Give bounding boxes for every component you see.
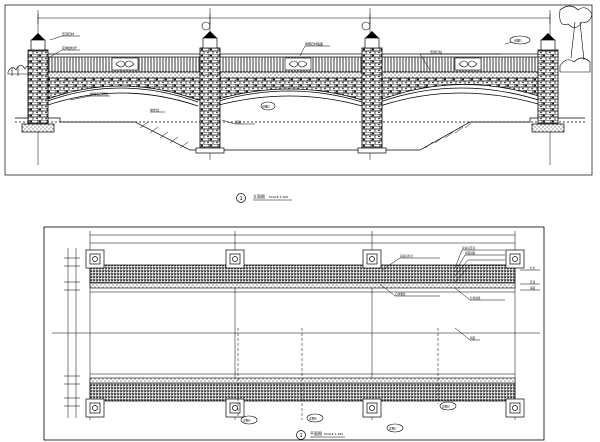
plan-note-right: 栏杆	[530, 266, 536, 270]
elevation-scale: SCALE 1:100	[269, 195, 288, 199]
plan-note: 石材收边	[395, 292, 406, 296]
bottom-coping	[89, 377, 516, 384]
callout-bubble	[260, 101, 276, 111]
riverbank-hatch	[139, 121, 472, 149]
deck-note: 桥面	[470, 336, 476, 340]
elevation-callout: 详图1	[514, 38, 522, 43]
elevation-note: 基础	[235, 119, 241, 124]
coping-bottom	[29, 71, 556, 79]
elevation-view: 压顶石材 花岗岩栏杆 拱圈石材贴面 桥墩毛石砌筑 基础 常水位 景观灯柱 详图1…	[4, 4, 593, 203]
plan-note-right: 压顶	[530, 280, 536, 284]
elevation-note: 常水位	[150, 107, 159, 112]
arch-rings	[44, 87, 546, 107]
plan-note: 桥面铺装	[465, 251, 476, 255]
elevation-callout: 详图2	[262, 104, 270, 109]
plan-note: 灯柱基座	[470, 296, 481, 300]
plan-callout: 详图B	[309, 417, 317, 421]
railing-ornament-panels	[111, 57, 482, 71]
elevation-view-number: 1	[240, 196, 243, 202]
plan-leaders-top	[379, 249, 540, 341]
plan-callouts	[240, 401, 457, 433]
pedestals-top	[85, 249, 525, 269]
pier-left-abutment	[21, 33, 55, 133]
top-coping	[89, 282, 516, 289]
section-marker	[201, 21, 211, 31]
section-cut-lines	[237, 328, 439, 420]
callout-bubble	[509, 35, 531, 45]
section-marker	[361, 21, 371, 31]
elevation-frame	[4, 4, 593, 176]
vegetation-left	[7, 64, 32, 76]
plan-view-number: 1	[300, 433, 303, 439]
elevation-note: 桥墩毛石砌筑	[90, 91, 108, 96]
plan-callout: 详图A	[243, 419, 251, 423]
pier-right-center	[357, 31, 387, 154]
bottom-railing-strip	[89, 382, 516, 402]
elevation-note: 花岗岩栏杆	[62, 45, 77, 50]
elevation-title: 立面图	[253, 193, 265, 199]
plan-callout: 详图D	[442, 405, 450, 409]
plan-scale: SCALE 1:100	[324, 432, 343, 436]
top-railing-strip	[89, 264, 516, 284]
elevation-note: 压顶石材	[62, 31, 74, 36]
coping-top	[37, 53, 551, 58]
pier-left-center	[195, 31, 225, 154]
view-number-circle	[236, 193, 246, 203]
vegetation-right	[559, 5, 593, 73]
pedestals-bottom	[85, 398, 525, 418]
bridge-stone-body	[29, 77, 556, 123]
view-number-circle	[296, 430, 306, 440]
plan-note: 花岗岩压顶	[462, 246, 475, 250]
plan-view: 花岗岩栏杆 花岗岩压顶 桥面铺装 石材收边 灯柱基座 栏杆 压顶 铺装 桥面 详…	[43, 226, 545, 441]
plan-note: 花岗岩栏杆	[400, 254, 413, 258]
plan-title: 平面图	[310, 430, 322, 436]
elevation-note: 景观灯柱	[430, 49, 442, 54]
ground-profile	[15, 117, 585, 151]
plan-note-right: 铺装	[530, 286, 536, 290]
plan-frame	[43, 226, 545, 441]
plan-callout: 详图C	[389, 427, 397, 431]
pier-right-abutment	[531, 33, 565, 133]
elevation-leaders	[47, 35, 521, 125]
elevation-note: 拱圈石材贴面	[305, 41, 323, 46]
